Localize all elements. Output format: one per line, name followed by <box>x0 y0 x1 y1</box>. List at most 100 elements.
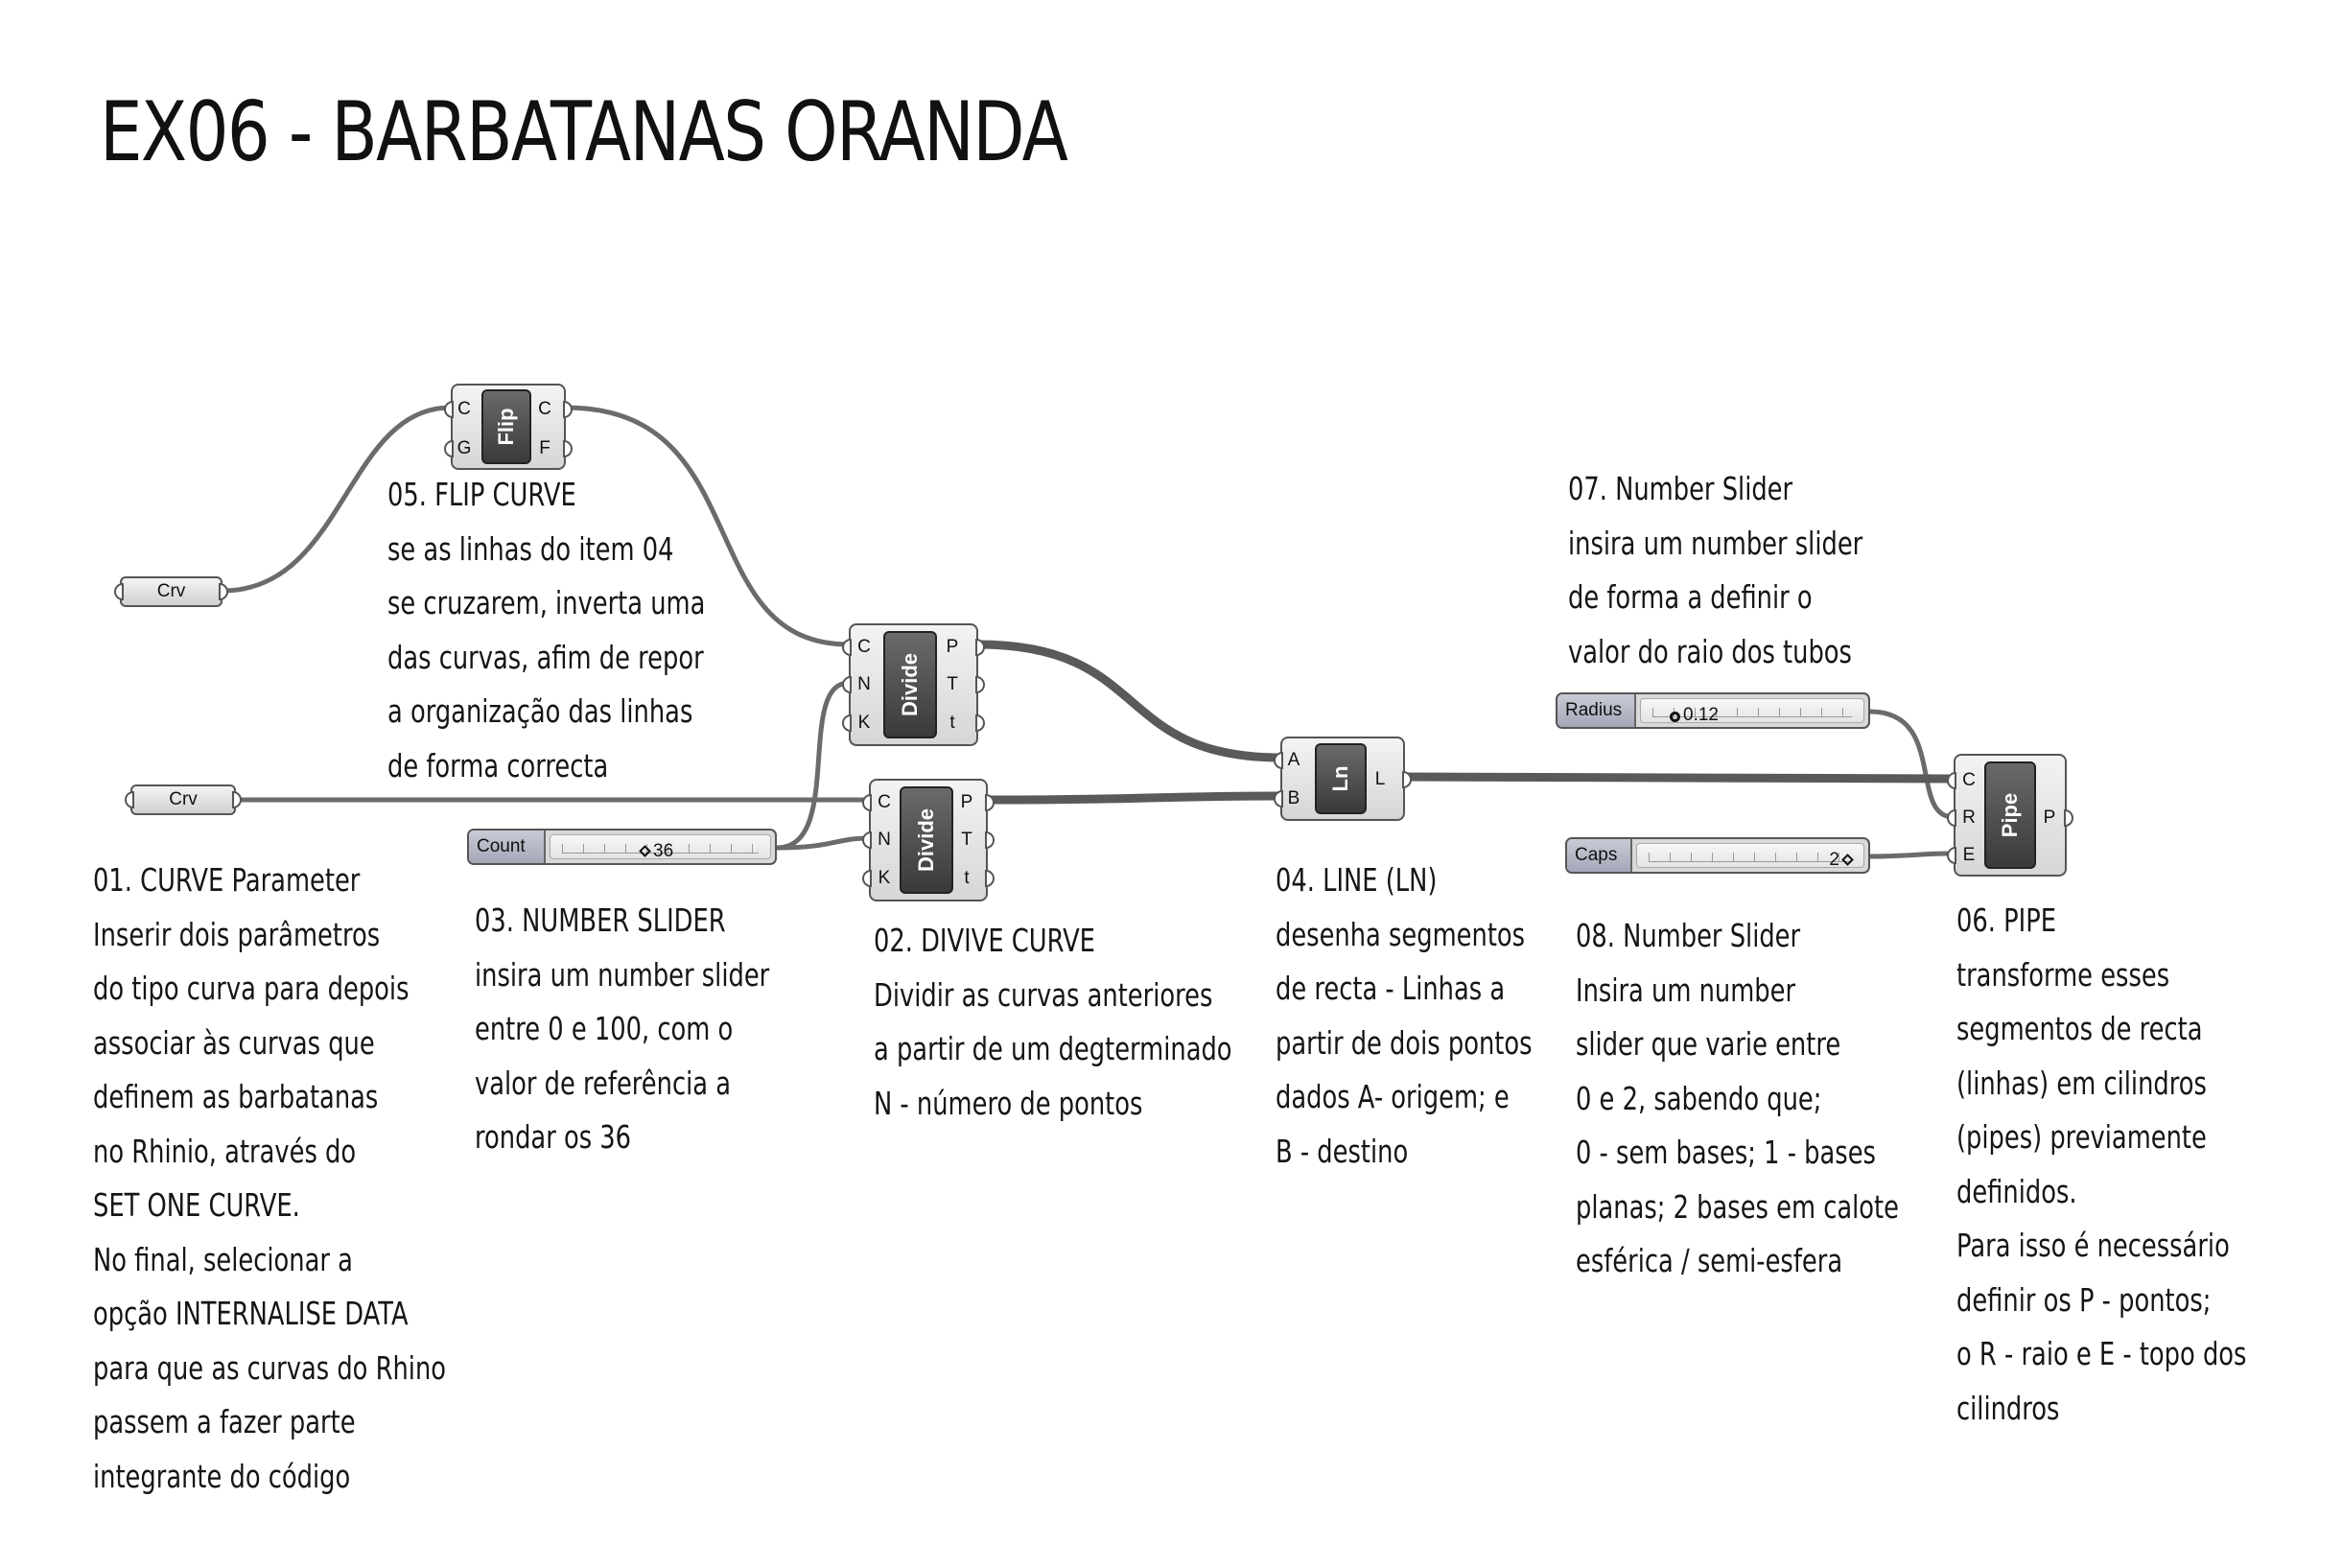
curve-param-1[interactable]: Crv <box>114 576 228 607</box>
port-out-t-lower: t <box>964 868 970 888</box>
port-in-n: N <box>857 674 871 694</box>
input-grip[interactable] <box>842 714 852 732</box>
output-grip[interactable] <box>563 440 573 457</box>
note-line: de forma correcta <box>387 746 609 784</box>
note-line: cilindros <box>1956 1389 2060 1427</box>
note-line: se as linhas do item 04 <box>387 529 674 568</box>
caps-slider[interactable]: Caps 2 <box>1565 837 1870 874</box>
input-grip[interactable] <box>114 583 124 600</box>
note-line: no Rhinio, através do <box>93 1132 357 1170</box>
port-in-c: C <box>878 792 891 812</box>
radius-slider[interactable]: Radius 0.12 <box>1556 692 1870 729</box>
input-grip[interactable] <box>862 831 872 849</box>
flip-core: Flip <box>481 389 531 464</box>
wire-count-to-divide1 <box>774 680 852 851</box>
input-grip[interactable] <box>1947 772 1956 789</box>
port-in-g: G <box>457 438 472 458</box>
output-grip[interactable] <box>985 831 995 849</box>
input-grip[interactable] <box>444 440 454 457</box>
note-line: B - destino <box>1276 1132 1409 1170</box>
slider-value-text: 36 <box>653 841 674 861</box>
input-grip[interactable] <box>125 791 134 808</box>
input-grip[interactable] <box>1947 847 1956 864</box>
slider-knob-icon[interactable] <box>639 845 651 857</box>
note-line: Dividir as curvas anteriores <box>874 975 1213 1014</box>
note-line: integrante do código <box>93 1457 351 1495</box>
output-grip[interactable] <box>232 791 242 808</box>
output-grip[interactable] <box>2064 809 2073 827</box>
wire-radius-to-pipe <box>1867 709 1956 820</box>
input-grip[interactable] <box>1274 790 1283 807</box>
port-out-f: F <box>539 438 550 458</box>
note-02-divide-curve: 02. DIVIVE CURVE Dividir as curvas anteri… <box>874 914 1232 1131</box>
line-component[interactable]: A B Ln L <box>1274 737 1412 821</box>
note-line: de forma a definir o <box>1568 578 1813 616</box>
note-line: dados A- origem; e <box>1276 1078 1510 1115</box>
slider-knob-icon[interactable] <box>1841 854 1854 866</box>
note-line: a partir de um degterminado <box>874 1030 1232 1067</box>
output-grip[interactable] <box>219 583 228 600</box>
output-grip[interactable] <box>985 794 995 811</box>
input-grip[interactable] <box>862 870 872 887</box>
output-grip[interactable] <box>975 676 985 693</box>
note-line: valor de referência a <box>475 1064 731 1102</box>
port-in-c: C <box>857 637 871 657</box>
slider-label: Caps <box>1567 839 1632 872</box>
port-in-n: N <box>878 830 891 850</box>
port-out-p: P <box>960 792 973 812</box>
wire-crv1-to-flip <box>220 405 454 594</box>
divide-core: Divide <box>900 786 953 894</box>
output-grip[interactable] <box>1402 771 1412 788</box>
note-line: esférica / semi-esfera <box>1576 1242 1843 1279</box>
note-line: Insira um number <box>1576 971 1796 1009</box>
note-line: rondar os 36 <box>475 1118 632 1156</box>
slider-track[interactable]: 2 <box>1636 843 1864 871</box>
slider-value[interactable]: 2 <box>1829 850 1856 871</box>
divide-component-1[interactable]: C N K Divide P T t <box>842 623 985 746</box>
input-grip[interactable] <box>842 676 852 693</box>
slider-track[interactable]: 0.12 <box>1640 698 1864 726</box>
note-line: associar às curvas que <box>93 1023 375 1062</box>
curve-param-2[interactable]: Crv <box>125 784 242 815</box>
wire-divide1-to-line <box>973 640 1285 762</box>
input-grip[interactable] <box>444 401 454 418</box>
port-out-t: T <box>947 674 958 694</box>
note-line: desenha segmentos <box>1276 915 1526 953</box>
note-line: partir de dois pontos <box>1276 1023 1533 1062</box>
note-line: definir os P - pontos; <box>1956 1280 2212 1319</box>
port-in-k: K <box>857 713 871 733</box>
slider-value[interactable]: 0.12 <box>1670 705 1719 726</box>
note-line: 07. Number Slider <box>1568 470 1793 507</box>
divide-component-2[interactable]: C N K Divide P T t <box>862 779 995 901</box>
note-line: insira um number slider <box>475 955 770 994</box>
output-grip[interactable] <box>975 639 985 656</box>
input-grip[interactable] <box>1274 752 1283 769</box>
note-line: 0 - sem bases; 1 - bases <box>1576 1134 1876 1171</box>
slider-value-text: 0.12 <box>1683 705 1719 725</box>
slider-track[interactable]: 36 <box>550 834 771 862</box>
note-line: (linhas) em cilindros <box>1956 1064 2207 1102</box>
curve-param-label: Crv <box>169 789 198 809</box>
flip-component[interactable]: C G Flip C F <box>444 384 573 470</box>
slider-label: Count <box>469 831 546 863</box>
input-grip[interactable] <box>862 794 872 811</box>
count-slider[interactable]: Count 36 <box>467 829 777 865</box>
pipe-component[interactable]: C R E Pipe P <box>1947 754 2073 877</box>
output-grip[interactable] <box>975 714 985 732</box>
note-line: 02. DIVIVE CURVE <box>874 922 1095 959</box>
output-grip[interactable] <box>563 401 573 418</box>
input-grip[interactable] <box>842 639 852 656</box>
input-grip[interactable] <box>1947 809 1956 827</box>
slider-knob-icon[interactable] <box>1670 712 1680 722</box>
note-line: planas; 2 bases em calote <box>1576 1187 1899 1226</box>
pipe-label: Pipe <box>1998 792 2022 838</box>
slider-value[interactable]: 36 <box>637 841 673 862</box>
note-line: entre 0 e 100, com o <box>475 1010 734 1047</box>
output-grip[interactable] <box>985 870 995 887</box>
